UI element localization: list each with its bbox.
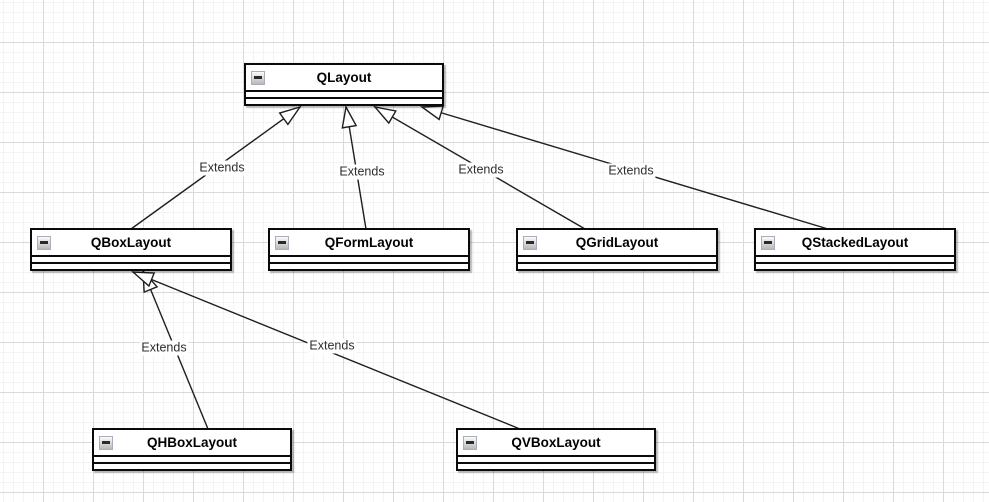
- class-name: QStackedLayout: [801, 235, 909, 250]
- class-title-row: QVBoxLayout: [458, 430, 654, 455]
- minus-glyph: [102, 441, 110, 444]
- attributes-compartment: [458, 455, 654, 462]
- edge-label-qboxlayout-extends[interactable]: Extends: [197, 160, 247, 176]
- minus-glyph: [278, 241, 286, 244]
- class-name: QVBoxLayout: [511, 435, 601, 450]
- class-box-qhboxlayout[interactable]: QHBoxLayout: [92, 428, 292, 471]
- class-box-qstackedlayout[interactable]: QStackedLayout: [754, 228, 956, 271]
- class-name: QGridLayout: [575, 235, 659, 250]
- attributes-compartment: [756, 255, 954, 262]
- class-title-row: QBoxLayout: [32, 230, 230, 255]
- class-name: QHBoxLayout: [146, 435, 237, 450]
- methods-compartment: [518, 262, 716, 269]
- edge-label-qformlayout-extends[interactable]: Extends: [337, 164, 387, 180]
- methods-compartment: [270, 262, 468, 269]
- methods-compartment: [756, 262, 954, 269]
- class-title-row: QGridLayout: [518, 230, 716, 255]
- class-name: QFormLayout: [324, 235, 414, 250]
- methods-compartment: [32, 262, 230, 269]
- methods-compartment: [246, 97, 442, 104]
- class-title-row: QLayout: [246, 65, 442, 90]
- collapse-icon[interactable]: [37, 235, 51, 250]
- class-title-row: QHBoxLayout: [94, 430, 290, 455]
- class-box-qformlayout[interactable]: QFormLayout: [268, 228, 470, 271]
- collapse-icon[interactable]: [99, 435, 113, 450]
- attributes-compartment: [270, 255, 468, 262]
- class-box-qlayout[interactable]: QLayout: [244, 63, 444, 106]
- minus-glyph: [40, 241, 48, 244]
- class-title-row: QStackedLayout: [756, 230, 954, 255]
- edge-label-qgridlayout-extends[interactable]: Extends: [456, 162, 506, 178]
- methods-compartment: [458, 462, 654, 469]
- collapse-icon[interactable]: [761, 235, 775, 250]
- class-box-qboxlayout[interactable]: QBoxLayout: [30, 228, 232, 271]
- attributes-compartment: [246, 90, 442, 97]
- collapse-icon[interactable]: [523, 235, 537, 250]
- class-name: QBoxLayout: [90, 235, 172, 250]
- attributes-compartment: [32, 255, 230, 262]
- class-name: QLayout: [316, 70, 372, 85]
- minus-glyph: [526, 241, 534, 244]
- minus-glyph: [254, 76, 262, 79]
- methods-compartment: [94, 462, 290, 469]
- collapse-icon[interactable]: [463, 435, 477, 450]
- edge-label-qstackedlayout-extends[interactable]: Extends: [606, 163, 656, 179]
- collapse-icon[interactable]: [251, 70, 265, 85]
- class-title-row: QFormLayout: [270, 230, 468, 255]
- attributes-compartment: [518, 255, 716, 262]
- collapse-icon[interactable]: [275, 235, 289, 250]
- minus-glyph: [764, 241, 772, 244]
- edge-label-qvboxlayout-extends[interactable]: Extends: [307, 338, 357, 354]
- edge-label-qhboxlayout-extends[interactable]: Extends: [139, 340, 189, 356]
- class-box-qvboxlayout[interactable]: QVBoxLayout: [456, 428, 656, 471]
- attributes-compartment: [94, 455, 290, 462]
- class-box-qgridlayout[interactable]: QGridLayout: [516, 228, 718, 271]
- minus-glyph: [466, 441, 474, 444]
